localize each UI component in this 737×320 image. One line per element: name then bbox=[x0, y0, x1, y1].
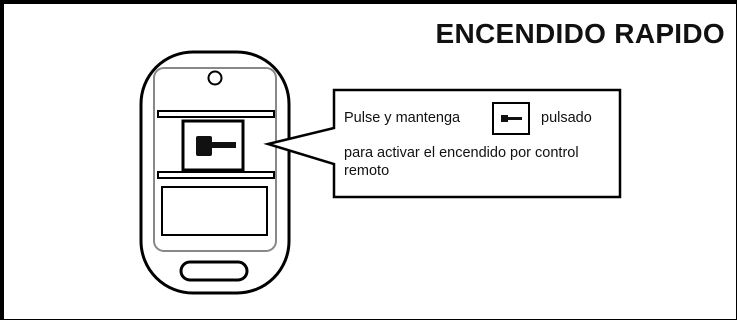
page-title: ENCENDIDO RAPIDO bbox=[435, 18, 725, 49]
key-icon bbox=[196, 136, 236, 156]
callout-bubble bbox=[263, 88, 622, 199]
bottom-slot bbox=[179, 260, 249, 282]
keyring-hole-icon bbox=[207, 70, 223, 86]
frame-left-border bbox=[1, 1, 4, 319]
lower-divider-bar bbox=[157, 171, 275, 179]
frame-top-border bbox=[1, 1, 736, 4]
callout-text-before: Pulse y mantenga bbox=[344, 110, 461, 126]
lower-button[interactable] bbox=[161, 186, 268, 236]
upper-divider-bar bbox=[157, 110, 275, 118]
callout-text-line2: para activar el encendido por control re… bbox=[344, 145, 579, 179]
key-button[interactable] bbox=[181, 119, 245, 172]
callout-text-after: pulsado bbox=[541, 110, 592, 126]
inline-key-button-icon bbox=[492, 102, 530, 135]
